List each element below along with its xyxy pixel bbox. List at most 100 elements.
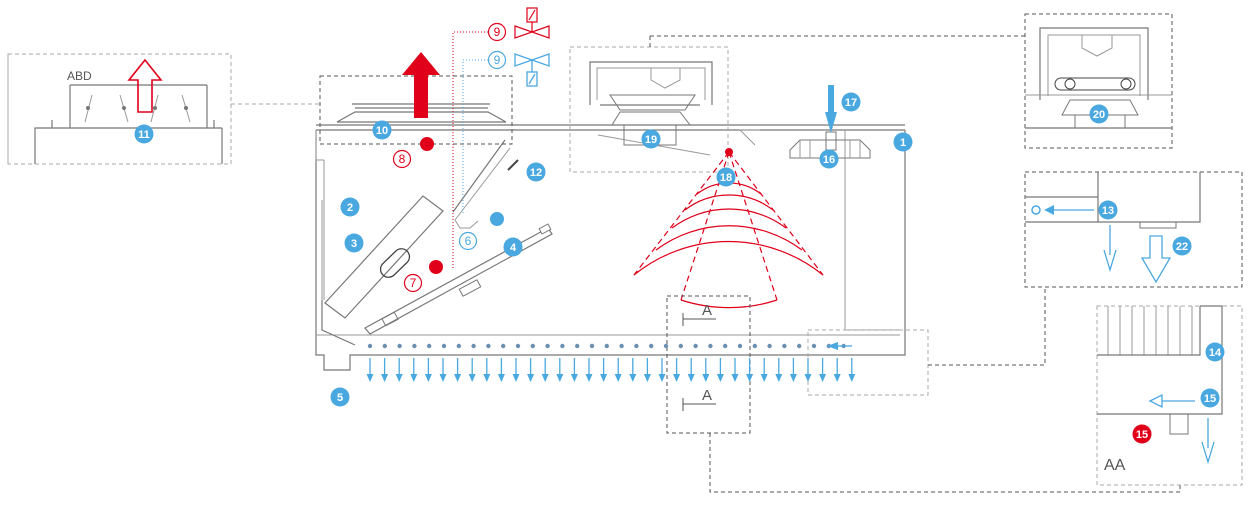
nozzle-dot bbox=[619, 343, 624, 349]
nozzle-dot bbox=[708, 343, 713, 349]
svg-text:4: 4 bbox=[510, 242, 517, 254]
supply-arrow-icon bbox=[825, 85, 837, 133]
down-arrow-icon bbox=[746, 358, 754, 382]
nozzle-dot bbox=[456, 343, 461, 349]
svg-text:14: 14 bbox=[1209, 347, 1222, 359]
callout-b8: 8 bbox=[392, 149, 412, 169]
down-arrow-icon bbox=[702, 358, 710, 382]
callout-b18: 18 bbox=[716, 167, 736, 187]
down-arrow-icon bbox=[424, 358, 432, 382]
svg-text:2: 2 bbox=[347, 202, 353, 214]
down-arrow-icon bbox=[410, 358, 418, 382]
callout-b9-blue: 9 bbox=[487, 50, 507, 70]
nozzle-dot bbox=[723, 343, 728, 349]
callout-b4: 4 bbox=[503, 237, 523, 257]
nozzle-dot bbox=[649, 343, 654, 349]
exhaust-arrow-icon bbox=[402, 52, 440, 118]
down-arrow-icon bbox=[614, 358, 622, 382]
nozzle-dot bbox=[575, 343, 580, 349]
light-fixture bbox=[789, 85, 871, 159]
nozzle-dot bbox=[589, 343, 595, 349]
down-arrow-icon bbox=[600, 358, 608, 382]
svg-text:18: 18 bbox=[720, 172, 732, 184]
down-arrow-icon bbox=[497, 358, 505, 382]
section-a: A A bbox=[666, 295, 751, 434]
nozzle-dot bbox=[441, 343, 447, 349]
down-arrow-icon bbox=[527, 358, 535, 382]
down-arrow-icon bbox=[804, 358, 812, 382]
down-arrow-icon bbox=[819, 358, 827, 382]
down-arrow-icon bbox=[439, 358, 447, 382]
down-arrow-icon bbox=[658, 358, 666, 382]
inset-aa: AA bbox=[1096, 305, 1243, 486]
down-arrow-icon bbox=[556, 358, 564, 382]
down-arrow-icon bbox=[673, 358, 681, 382]
callout-b16: 16 bbox=[819, 149, 839, 169]
callout-b17: 17 bbox=[841, 92, 861, 112]
nozzle-dot bbox=[501, 343, 506, 349]
nozzle-dot bbox=[486, 343, 491, 349]
down-arrow-icon bbox=[760, 358, 768, 382]
nozzle-dot bbox=[530, 343, 535, 349]
down-arrow-icon bbox=[848, 358, 856, 382]
callout-b11: 11 bbox=[134, 124, 154, 144]
nozzle-dot bbox=[767, 343, 772, 349]
callout-b20: 20 bbox=[1089, 104, 1109, 124]
abd-label: ABD bbox=[67, 69, 92, 83]
nozzle-dot bbox=[678, 343, 683, 349]
inset-abd: ABD bbox=[7, 53, 232, 165]
callout-b12: 12 bbox=[526, 162, 546, 182]
down-arrow-icon bbox=[833, 358, 841, 382]
nozzle-dot bbox=[604, 343, 609, 349]
svg-text:20: 20 bbox=[1093, 109, 1105, 121]
down-arrow-icon bbox=[687, 358, 695, 382]
down-arrow-icon bbox=[454, 358, 462, 382]
nozzle-dot bbox=[397, 343, 402, 349]
nozzle-dot bbox=[412, 343, 417, 349]
callout-b19: 19 bbox=[641, 129, 661, 149]
callout-b2: 2 bbox=[340, 197, 360, 217]
svg-text:22: 22 bbox=[1176, 241, 1188, 253]
nozzle-dot bbox=[634, 343, 639, 349]
down-arrow-icon bbox=[512, 358, 520, 382]
callout-b5: 5 bbox=[330, 387, 350, 407]
nozzle-bar bbox=[364, 227, 553, 335]
nozzle-dot bbox=[515, 343, 521, 349]
valve-blue bbox=[462, 53, 550, 215]
svg-text:5: 5 bbox=[337, 392, 343, 404]
nozzle-row bbox=[367, 343, 846, 349]
nozzle-dot bbox=[367, 343, 373, 349]
nozzle-dot bbox=[737, 343, 743, 349]
callout-b13: 13 bbox=[1098, 200, 1118, 220]
svg-text:7: 7 bbox=[410, 276, 417, 290]
svg-text:13: 13 bbox=[1102, 205, 1114, 217]
callout-b15-blue: 15 bbox=[1200, 388, 1220, 408]
callout-b10: 10 bbox=[372, 120, 392, 140]
down-arrow-icon bbox=[643, 358, 651, 382]
nozzle-dot bbox=[663, 343, 669, 349]
nozzle-dot bbox=[382, 343, 387, 349]
down-arrow-icon bbox=[541, 358, 549, 382]
callout-b14: 14 bbox=[1205, 342, 1225, 362]
svg-text:1: 1 bbox=[900, 137, 906, 149]
nozzle-dot bbox=[782, 343, 787, 349]
svg-text:9: 9 bbox=[494, 53, 501, 67]
svg-text:8: 8 bbox=[399, 152, 406, 166]
down-arrow-icon bbox=[585, 358, 593, 382]
down-arrow-icon bbox=[716, 358, 724, 382]
nozzle-dot bbox=[427, 343, 432, 349]
callout-b1: 1 bbox=[893, 132, 913, 152]
sensor-dot bbox=[490, 212, 504, 226]
down-arrow-icon bbox=[775, 358, 783, 382]
callout-b22: 22 bbox=[1172, 236, 1192, 256]
down-arrow-icon bbox=[570, 358, 578, 382]
svg-text:11: 11 bbox=[138, 129, 150, 141]
inset-supply bbox=[1024, 171, 1243, 288]
svg-text:3: 3 bbox=[351, 238, 357, 250]
svg-text:15: 15 bbox=[1136, 429, 1148, 441]
section-a-bottom-label: A bbox=[702, 387, 712, 404]
nozzle-dot bbox=[560, 343, 565, 349]
